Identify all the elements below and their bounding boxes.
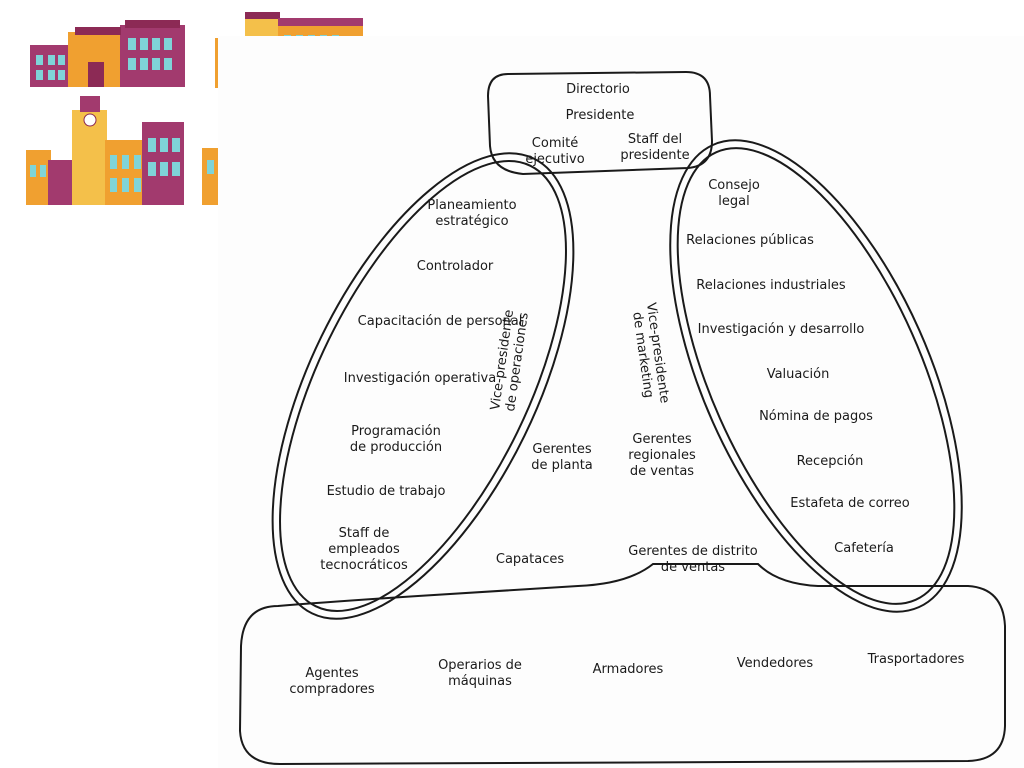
operarios-maquinas-label: Operarios de máquinas [438, 658, 522, 690]
gerentes-regionales-line3: de ventas [629, 464, 695, 479]
legal-line: legal [718, 194, 750, 209]
capataces-label: Capataces [495, 552, 565, 567]
tecnocraticos-line: tecnocráticos [320, 558, 408, 573]
de-produccion-line: de producción [349, 440, 443, 455]
operarios-line: Operarios de [438, 658, 522, 673]
school-building-icon [26, 96, 184, 205]
gerentes-planta-line1: Gerentes [532, 442, 592, 457]
capacitacion-label: Capacitación de personal [357, 314, 523, 329]
staff-presidente-label: Staff del presidente [620, 132, 689, 164]
operating-core-outline [238, 563, 1006, 766]
support-staff-outline [669, 139, 963, 613]
cafeteria-label: Cafetería [834, 541, 894, 556]
trasportadores-label: Trasportadores [867, 652, 965, 667]
diagram-outlines [238, 70, 1006, 766]
agentes-line: Agentes [305, 666, 359, 681]
nomina-pagos-label: Nómina de pagos [759, 409, 873, 424]
gerentes-regionales-label: Gerentes regionales de ventas [628, 432, 695, 480]
gerentes-regionales-line1: Gerentes [632, 432, 692, 447]
relaciones-industriales-label: Relaciones industriales [696, 278, 846, 293]
staff-empleados-label: Staff de empleados tecnocráticos [320, 526, 407, 574]
programacion-label: Programación de producción [350, 424, 442, 456]
compradores-line: compradores [289, 682, 375, 697]
ejecutivo-line: ejecutivo [525, 152, 585, 167]
gerentes-planta-line2: de planta [531, 458, 593, 473]
recepcion-label: Recepción [796, 454, 864, 469]
gerentes-distrito-line2: de ventas [660, 560, 726, 575]
school-building-icon [30, 20, 185, 87]
comite-line: Comité [531, 136, 579, 151]
presidente-label: Presidente [565, 108, 635, 123]
estafeta-correo-label: Estafeta de correo [790, 496, 910, 511]
programacion-line: Programación [351, 424, 441, 439]
agentes-compradores-label: Agentes compradores [289, 666, 374, 698]
planeamiento-label: Planeamiento estratégico [427, 198, 516, 230]
investigacion-desarrollo-label: Investigación y desarrollo [697, 322, 865, 337]
relaciones-publicas-label: Relaciones públicas [686, 233, 814, 248]
technostructure-outline [271, 152, 575, 620]
directorio-label: Directorio [566, 82, 630, 97]
planeamiento-line: Planeamiento [427, 198, 517, 213]
controlador-label: Controlador [416, 259, 494, 274]
staff-de-line: Staff de [338, 526, 390, 541]
gerentes-planta-label: Gerentes de planta [531, 442, 593, 474]
gerentes-distrito-line1: Gerentes de distrito [628, 544, 758, 559]
maquinas-line: máquinas [448, 674, 512, 689]
estudio-trabajo-label: Estudio de trabajo [326, 484, 446, 499]
vendedores-label: Vendedores [736, 656, 814, 671]
presidente-line: presidente [620, 148, 690, 163]
gerentes-distrito-label: Gerentes de distrito de ventas [628, 544, 758, 576]
investigacion-operativa-label: Investigación operativa [343, 371, 497, 386]
staff-line: Staff del [627, 132, 683, 147]
comite-ejecutivo-label: Comité ejecutivo [525, 136, 584, 168]
gerentes-regionales-line2: regionales [628, 448, 696, 463]
consejo-legal-label: Consejo legal [708, 178, 760, 210]
estrategico-line: estratégico [435, 214, 509, 229]
organization-diagram: Directorio Presidente Comité ejecutivo S… [218, 36, 1024, 768]
empleados-line: empleados [328, 542, 400, 557]
armadores-label: Armadores [592, 662, 664, 677]
valuacion-label: Valuación [766, 367, 830, 382]
consejo-line: Consejo [708, 178, 760, 193]
